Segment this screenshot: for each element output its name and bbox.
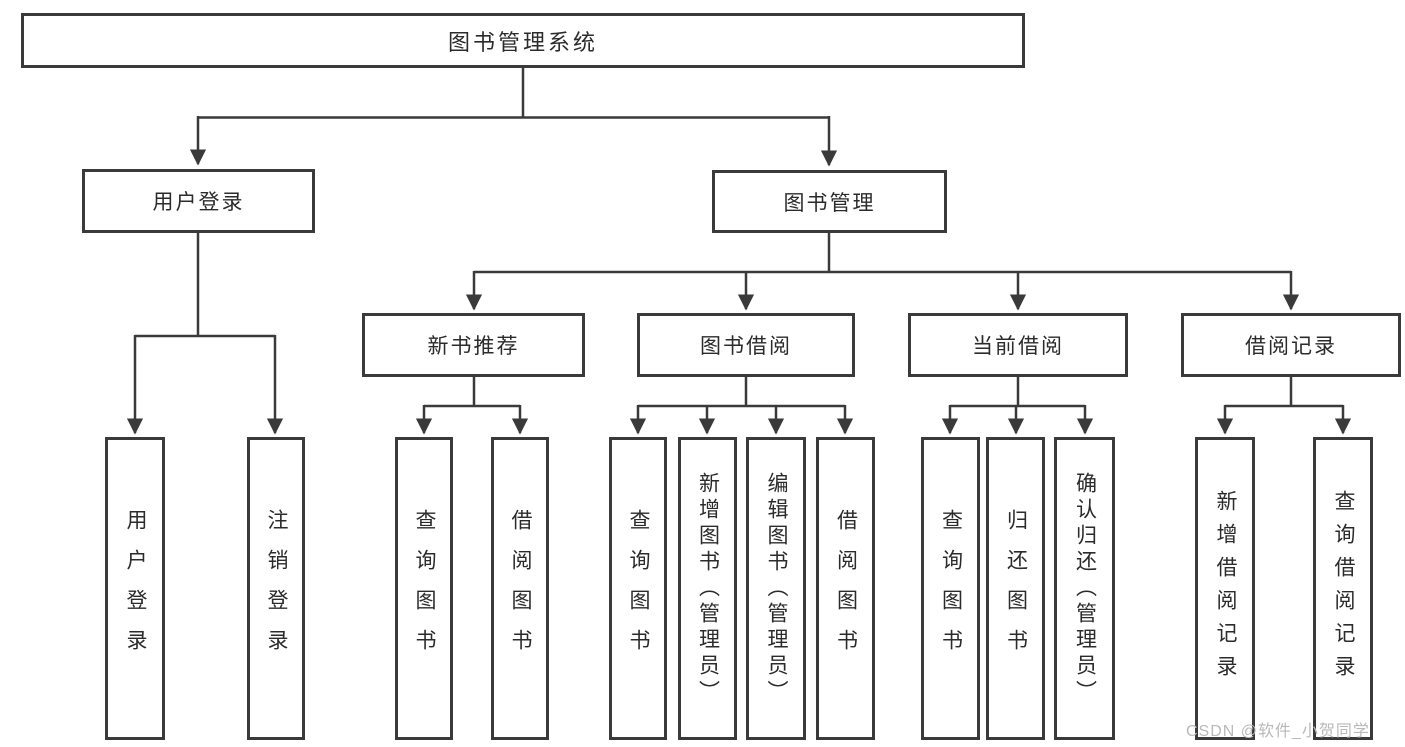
leaf-confirm-return-admin: 确认归还（管理员） [1054, 437, 1115, 740]
leaf-current-query-book: 查询图书 [921, 437, 980, 740]
leaf-return-book-label: 归还图书 [1004, 508, 1028, 669]
leaf-recommend-borrow-book: 借阅图书 [491, 437, 549, 740]
leaf-add-borrow-record: 新增借阅记录 [1195, 437, 1255, 740]
leaf-user-login: 用户登录 [105, 437, 165, 740]
leaf-logout-label: 注销登录 [265, 508, 288, 669]
node-user-login: 用户登录 [82, 169, 315, 233]
leaf-logout: 注销登录 [247, 437, 305, 740]
csdn-watermark: CSDN @软件_小贺同学 [1186, 723, 1370, 740]
node-borrow-records-label: 借阅记录 [1245, 335, 1337, 358]
node-book-management-label: 图书管理 [783, 191, 876, 215]
leaf-user-login-label: 用户登录 [124, 508, 147, 669]
node-root-label: 图书管理系统 [447, 29, 598, 55]
node-user-login-label: 用户登录 [152, 191, 245, 214]
leaf-recommend-borrow-book-label: 借阅图书 [509, 508, 532, 669]
node-book-borrow: 图书借阅 [637, 313, 855, 377]
leaf-add-book-admin-label: 新增图书（管理员） [696, 471, 720, 706]
node-new-book-recommend-label: 新书推荐 [427, 335, 520, 358]
leaf-recommend-query-book: 查询图书 [395, 437, 453, 740]
node-borrow-records: 借阅记录 [1181, 313, 1401, 377]
leaf-current-query-book-label: 查询图书 [939, 508, 963, 669]
node-book-management: 图书管理 [712, 170, 947, 233]
node-new-book-recommend: 新书推荐 [362, 313, 585, 377]
leaf-edit-book-admin-label: 编辑图书（管理员） [765, 471, 788, 706]
leaf-borrow-query-book: 查询图书 [609, 437, 667, 740]
node-book-borrow-label: 图书借阅 [700, 335, 792, 358]
leaf-add-book-admin: 新增图书（管理员） [678, 437, 737, 740]
leaf-borrow-book: 借阅图书 [816, 437, 875, 740]
leaf-query-borrow-record-label: 查询借阅记录 [1332, 489, 1355, 688]
leaf-query-borrow-record: 查询借阅记录 [1313, 437, 1373, 740]
leaf-borrow-book-label: 借阅图书 [834, 508, 858, 669]
leaf-edit-book-admin: 编辑图书（管理员） [746, 437, 806, 740]
leaf-borrow-query-book-label: 查询图书 [627, 508, 650, 669]
leaf-return-book: 归还图书 [986, 437, 1045, 740]
node-current-borrow: 当前借阅 [908, 313, 1128, 377]
leaf-add-borrow-record-label: 新增借阅记录 [1214, 489, 1237, 688]
node-root-system: 图书管理系统 [21, 13, 1025, 68]
node-current-borrow-label: 当前借阅 [972, 335, 1064, 358]
leaf-confirm-return-admin-label: 确认归还（管理员） [1073, 471, 1097, 706]
leaf-recommend-query-book-label: 查询图书 [413, 508, 436, 669]
